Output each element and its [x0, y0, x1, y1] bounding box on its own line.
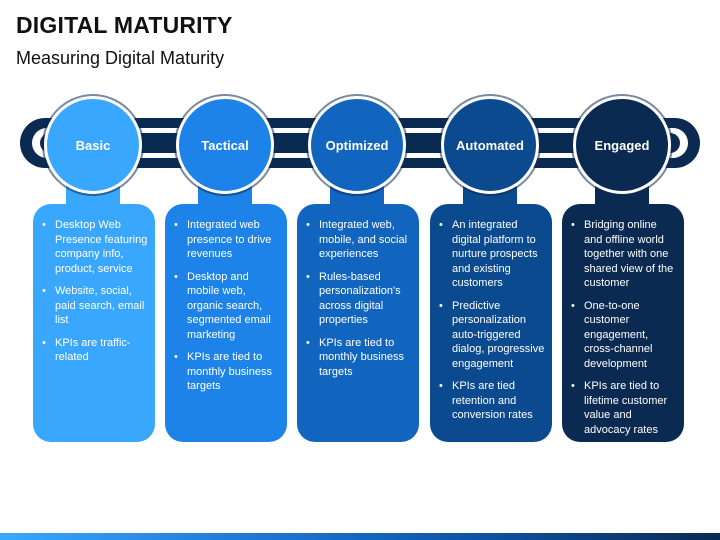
stage-bullet: Predictive personalization auto-triggere… — [436, 299, 546, 372]
stage-circle: Tactical — [176, 96, 274, 194]
stage-bullet: KPIs are tied to monthly business target… — [303, 336, 413, 380]
stage-card: Desktop Web Presence featuring company i… — [33, 204, 155, 442]
stage-card: An integrated digital platform to nurtur… — [430, 204, 552, 442]
stage-bullet: Bridging online and offline world togeth… — [568, 218, 678, 291]
stage-circle: Basic — [44, 96, 142, 194]
stage-label: Optimized — [325, 137, 389, 153]
footer-gradient-bar — [0, 533, 720, 540]
stage-bullet: KPIs are traffic-related — [39, 336, 149, 365]
slide-title: DIGITAL MATURITY — [16, 12, 233, 38]
stage-bullet: Integrated web presence to drive revenue… — [171, 218, 281, 262]
stage-card: Bridging online and offline world togeth… — [562, 204, 684, 442]
stage-circle: Automated — [441, 96, 539, 194]
stage-basic: Basic Desktop Web Presence featuring com… — [33, 0, 163, 540]
stage-card: Integrated web, mobile, and social exper… — [297, 204, 419, 442]
stage-label: Automated — [456, 137, 524, 153]
stage-bullet: Desktop Web Presence featuring company i… — [39, 218, 149, 276]
stage-label: Basic — [75, 137, 111, 153]
stage-automated: Automated An integrated digital platform… — [430, 0, 560, 540]
stage-bullet: KPIs are tied retention and conversion r… — [436, 379, 546, 423]
stage-bullet: Website, social, paid search, email list — [39, 284, 149, 328]
stage-tactical: Tactical Integrated web presence to driv… — [165, 0, 295, 540]
stage-bullet: Desktop and mobile web, organic search, … — [171, 270, 281, 343]
stage-bullet: Integrated web, mobile, and social exper… — [303, 218, 413, 262]
stage-circle: Engaged — [573, 96, 671, 194]
stage-engaged: Engaged Bridging online and offline worl… — [562, 0, 692, 540]
stage-label: Tactical — [201, 137, 249, 153]
stage-optimized: Optimized Integrated web, mobile, and so… — [297, 0, 427, 540]
stage-bullet: One-to-one customer engagement, cross-ch… — [568, 299, 678, 372]
stage-bullet: KPIs are tied to monthly business target… — [171, 350, 281, 394]
stage-bullet: Rules-based personalization's across dig… — [303, 270, 413, 328]
stage-circle: Optimized — [308, 96, 406, 194]
stage-bullet: An integrated digital platform to nurtur… — [436, 218, 546, 291]
slide-subtitle: Measuring Digital Maturity — [16, 48, 225, 68]
stage-card: Integrated web presence to drive revenue… — [165, 204, 287, 442]
stage-bullet: KPIs are tied to lifetime customer value… — [568, 379, 678, 437]
stage-label: Engaged — [594, 137, 650, 153]
